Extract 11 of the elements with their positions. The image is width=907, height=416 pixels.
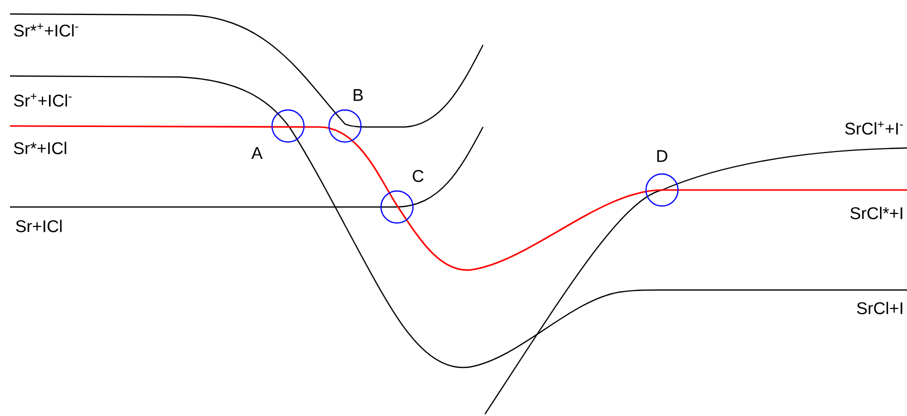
curve-label: Sr*$^{+}$+ICl$^{-}$ <box>14 23 78 37</box>
point-letter: B <box>354 89 363 101</box>
curve-label: SrCl+I <box>857 302 902 314</box>
curve-label: Sr$^{+}$+ICl$^{-}$ <box>14 93 72 107</box>
curve-label: Sr+ICl <box>16 220 62 232</box>
point-letter: A <box>251 147 263 159</box>
curve-label: Sr*+ICl <box>14 142 66 154</box>
point-letter: D <box>657 150 668 162</box>
curve-label: SrCl$^{+}$+I$^{-}$ <box>845 121 903 135</box>
point-letter: C <box>412 170 424 182</box>
curve-label: SrCl*+I <box>850 206 902 220</box>
